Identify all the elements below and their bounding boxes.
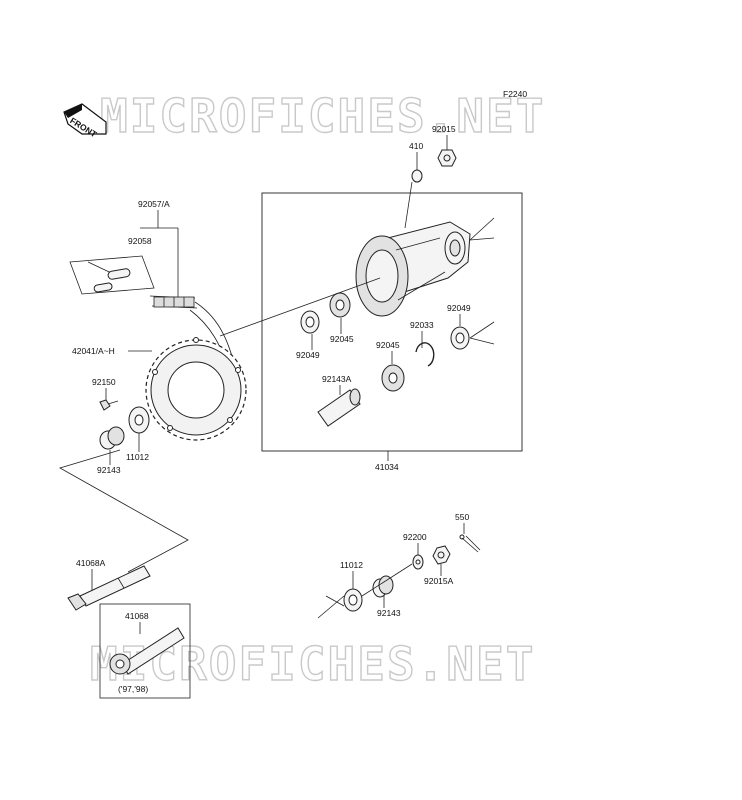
bolt-92150	[99, 399, 119, 411]
rear-sprocket-42041	[145, 337, 247, 441]
label-92015: 92015	[432, 124, 456, 134]
years-label: ('97,'98)	[118, 684, 148, 694]
label-92045-top: 92045	[330, 334, 354, 344]
ref-code: F2240	[503, 89, 527, 99]
cotter-pin-550	[459, 534, 481, 553]
seal-11012-right	[343, 588, 363, 612]
label-92143-right: 92143	[377, 608, 401, 618]
label-92045-mid: 92045	[376, 340, 400, 350]
rear-hub-41034	[355, 221, 471, 317]
bearing-92045-mid	[381, 364, 405, 392]
label-11012-left: 11012	[126, 452, 149, 462]
nut-92015	[437, 149, 457, 167]
hub-assembly-box	[261, 192, 523, 452]
seal-11012-left	[128, 406, 150, 434]
axle-41068a	[67, 565, 151, 611]
collar-92143a	[317, 388, 361, 427]
label-550: 550	[455, 512, 469, 522]
washer-92200	[412, 554, 424, 570]
inset-box-41068	[99, 603, 191, 699]
label-41034: 41034	[375, 462, 399, 472]
label-41068: 41068	[125, 611, 149, 621]
label-92033: 92033	[410, 320, 434, 330]
oil-seal-92049-right	[450, 326, 470, 350]
label-92057a: 92057/A	[138, 199, 170, 209]
label-11012-right: 11012	[340, 560, 363, 570]
label-92143-left: 92143	[97, 465, 121, 475]
collar-92143-left	[99, 426, 125, 450]
label-410: 410	[409, 141, 423, 151]
label-92015a: 92015A	[424, 576, 454, 586]
watermark-top: MICROFICHES.NET	[100, 89, 545, 143]
axle-41068	[109, 627, 185, 675]
label-92143a: 92143A	[322, 374, 352, 384]
label-41068a: 41068A	[76, 558, 106, 568]
label-92049-right: 92049	[447, 303, 471, 313]
nut-92015a	[432, 545, 451, 565]
chain-joint-92058	[69, 255, 155, 295]
front-arrow-icon: FRONT	[63, 103, 107, 140]
collar-92143-right	[372, 575, 394, 598]
circlip-92033	[415, 342, 435, 367]
washer-410	[411, 169, 423, 183]
oil-seal-92049-left	[300, 310, 320, 334]
label-92049-left: 92049	[296, 350, 320, 360]
label-92200: 92200	[403, 532, 427, 542]
label-42041: 42041/A~H	[72, 346, 115, 356]
bearing-92045-top	[329, 292, 351, 318]
label-92058: 92058	[128, 236, 152, 246]
label-92150: 92150	[92, 377, 116, 387]
